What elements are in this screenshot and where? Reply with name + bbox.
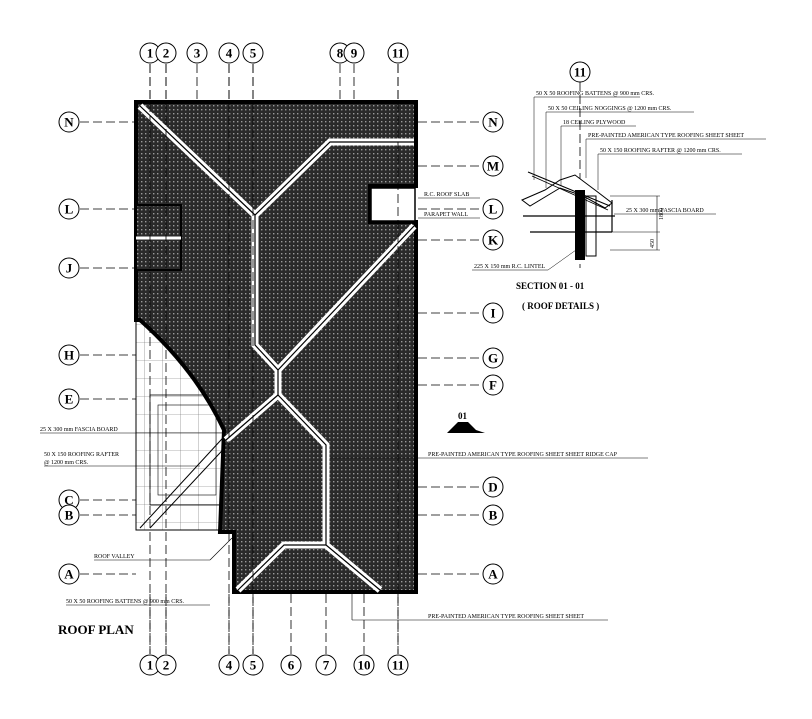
- grid-bottom-4-2-circle: [218, 654, 240, 676]
- note-fascia-board: 25 X 300 mm FASCIA BOARD: [40, 427, 118, 433]
- section-grid-11: 11: [574, 65, 586, 80]
- grid-top-2-1: 2: [163, 46, 170, 61]
- grid-left-N-0-circle: [58, 111, 80, 133]
- grid-top-11-7: 11: [392, 46, 404, 61]
- grid-left-E-4-circle: [58, 388, 80, 410]
- grid-left-E-4: E: [65, 392, 74, 407]
- section-detail: 1800 450 50 X 50 ROOFING BATTENS @ 900 m…: [472, 82, 766, 311]
- grid-bottom-5-3: 5: [250, 658, 257, 673]
- grid-top-1-0: 1: [147, 46, 154, 61]
- grid-right-F-6: F: [489, 378, 497, 393]
- grid-bottom-5-3-circle: [242, 654, 264, 676]
- grid-bottom-6-4-circle: [280, 654, 302, 676]
- grid-left-J-2: J: [66, 261, 73, 276]
- grid-right-F-6-circle: [482, 374, 504, 396]
- grid-bottom-7-5: 7: [323, 658, 330, 673]
- grid-right-M-1-circle: [482, 155, 504, 177]
- grid-right-N-0: N: [488, 115, 498, 130]
- grid-right-N-0-circle: [482, 111, 504, 133]
- section-marker: 01: [447, 411, 485, 433]
- grid-left-B-6-circle: [58, 504, 80, 526]
- grid-top-8-5: 8: [337, 46, 344, 61]
- grid-top-4-3: 4: [226, 46, 233, 61]
- grid-top-3-2-circle: [186, 42, 208, 64]
- grid-top-5-4-circle: [242, 42, 264, 64]
- grid-top-2-1-circle: [155, 42, 177, 64]
- grid-left-C-5: C: [64, 493, 73, 508]
- grid-lines-vertical: [149, 64, 399, 654]
- note-rc-roof-slab: R.C. ROOF SLAB: [424, 192, 469, 198]
- section-note-roofing-sheet: PRE-PAINTED AMERICAN TYPE ROOFING SHEET …: [588, 133, 744, 139]
- note-roofing-rafter: 50 X 150 ROOFING RAFTER: [44, 452, 119, 458]
- grid-left-L-1: L: [65, 202, 74, 217]
- section-note-battens: 50 X 50 ROOFING BATTENS @ 900 mm CRS.: [536, 91, 655, 97]
- grid-top-11-7-circle: [387, 42, 409, 64]
- section-title: SECTION 01 - 01: [516, 281, 585, 291]
- grid-right-G-5: G: [488, 351, 498, 366]
- grid-bottom-2-1: 2: [163, 658, 170, 673]
- ridge-outlines: [139, 105, 415, 591]
- grid-left-B-6: B: [65, 508, 74, 523]
- grid-left-N-0: N: [64, 115, 74, 130]
- grid-right-I-4: I: [490, 306, 495, 321]
- grid-right-L-2-circle: [482, 198, 504, 220]
- grid-right-M-1: M: [487, 159, 499, 174]
- grid-bottom-10-6-circle: [353, 654, 375, 676]
- grid-right-D-7: D: [488, 480, 497, 495]
- grid-bottom-10-6: 10: [358, 658, 371, 673]
- grid-right-A-9-circle: [482, 563, 504, 585]
- grid-top-4-3-circle: [218, 42, 240, 64]
- section-subtitle: ( ROOF DETAILS ): [522, 301, 599, 311]
- grid-bottom-1-0: 1: [147, 658, 154, 673]
- note-roof-valley: ROOF VALLEY: [94, 554, 135, 560]
- grid-right-B-8: B: [489, 508, 498, 523]
- grid-right-D-7-circle: [482, 476, 504, 498]
- section-note-lintel: 225 X 150 mm R.C. LINTEL: [474, 264, 545, 270]
- note-ridge-cap: PRE-PAINTED AMERICAN TYPE ROOFING SHEET …: [428, 452, 618, 458]
- grid-right-B-8-circle: [482, 504, 504, 526]
- note-roofing-sheet-plan: PRE-PAINTED AMERICAN TYPE ROOFING SHEET …: [428, 614, 584, 620]
- grid-left-H-3: H: [64, 348, 74, 363]
- grid-right-K-3-circle: [482, 229, 504, 251]
- section-note-fascia: 25 X 300 mm FASCIA BOARD: [626, 208, 704, 214]
- roof-plan-title: ROOF PLAN: [58, 622, 134, 637]
- note-roofing-rafter-crs: @ 1200 mm CRS.: [44, 460, 89, 466]
- grid-left-L-1-circle: [58, 198, 80, 220]
- grid-bottom-11-7: 11: [392, 658, 404, 673]
- dim-450: 450: [650, 239, 656, 248]
- section-note-rafter: 50 X 150 ROOFING RAFTER @ 1200 mm CRS.: [600, 148, 721, 154]
- grid-top-9-6: 9: [351, 46, 358, 61]
- grid-right-L-2: L: [489, 202, 498, 217]
- grid-left-H-3-circle: [58, 344, 80, 366]
- grid-bottom-4-2: 4: [226, 658, 233, 673]
- grid-left-A-7: A: [64, 567, 74, 582]
- grid-right-I-4-circle: [482, 302, 504, 324]
- plan-notes: R.C. ROOF SLAB PARAPET WALL 25 X 300 mm …: [40, 192, 648, 637]
- grid-bottom-7-5-circle: [315, 654, 337, 676]
- grid-top-5-4: 5: [250, 46, 257, 61]
- note-battens-plan: 50 X 50 ROOFING BATTENS @ 900 mm CRS.: [66, 599, 185, 605]
- grid-bottom-6-4: 6: [288, 658, 295, 673]
- grid-top-9-6-circle: [343, 42, 365, 64]
- grid-lines-horizontal: [80, 121, 482, 575]
- section-note-ceiling-plywood: 18 CEILING PLYWOOD: [563, 120, 626, 126]
- section-marker-label: 01: [458, 411, 468, 421]
- grid-bottom-2-1-circle: [155, 654, 177, 676]
- grid-right-K-3: K: [488, 233, 499, 248]
- note-parapet-wall: PARAPET WALL: [424, 212, 468, 218]
- grid-left-J-2-circle: [58, 257, 80, 279]
- section-note-ceiling-noggings: 50 X 50 CEILING NOGGINGS @ 1200 mm CRS.: [548, 106, 672, 112]
- grid-left-A-7-circle: [58, 563, 80, 585]
- grid-right-A-9: A: [488, 567, 498, 582]
- roof-body: [134, 100, 418, 594]
- grid-top-3-2: 3: [194, 46, 201, 61]
- grid-bottom-11-7-circle: [387, 654, 409, 676]
- grid-right-G-5-circle: [482, 347, 504, 369]
